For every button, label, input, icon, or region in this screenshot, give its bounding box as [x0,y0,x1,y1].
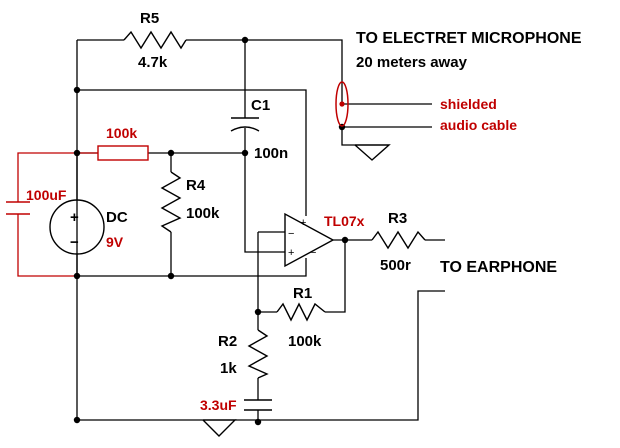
r3-label: R3 [388,210,407,227]
ground-mic [354,144,391,161]
opamp-supply-minus: − [310,247,316,259]
capacitor-100uf [6,201,30,215]
wires [76,39,445,422]
r1-label: R1 [293,285,312,302]
r4-label: R4 [186,177,206,194]
ground-bottom [202,419,237,437]
r4-value: 100k [186,205,220,222]
r2-value: 1k [220,360,237,377]
cable-shield [335,81,349,127]
resistor-r2 [247,329,269,379]
dc-source: + − [49,199,105,276]
cable-label-2: audio cable [440,117,517,133]
resistor-top-value: 100k [106,125,137,141]
junctions [73,36,349,426]
mic-subtitle: 20 meters away [356,54,468,71]
r5-value: 4.7k [138,54,168,71]
opamp-supply-plus: + [300,217,306,229]
opamp-minus-pin: − [288,228,294,240]
c1-label: C1 [251,97,270,114]
c1-value: 100n [254,145,288,162]
r2-label: R2 [218,333,237,350]
source-value: 9V [106,234,124,250]
capacitor-3-3uf [244,399,272,411]
opamp: − + + − [284,212,335,268]
r1-value: 100k [288,333,322,350]
r5-label: R5 [140,10,159,27]
opamp-label: TL07x [324,213,365,229]
cable-label-1: shielded [440,96,497,112]
resistor-r5 [123,30,187,50]
earphone-label: TO EARPHONE [440,259,557,276]
mic-title: TO ELECTRET MICROPHONE [356,30,582,47]
source-label: DC [106,209,128,226]
cap-100uf-value: 100uF [26,187,67,203]
resistor-100k-top [97,145,149,161]
r3-value: 500r [380,257,411,274]
resistor-r1 [276,302,326,322]
resistor-r4 [160,171,182,233]
opamp-plus-pin: + [288,247,294,259]
capacitor-c1 [230,117,260,132]
resistor-r3 [371,230,426,250]
source-minus-sign: − [70,234,79,251]
cap-3-3uf-value: 3.3uF [200,397,237,413]
cap-loop-wires [17,152,98,277]
source-plus-sign: + [70,209,79,226]
